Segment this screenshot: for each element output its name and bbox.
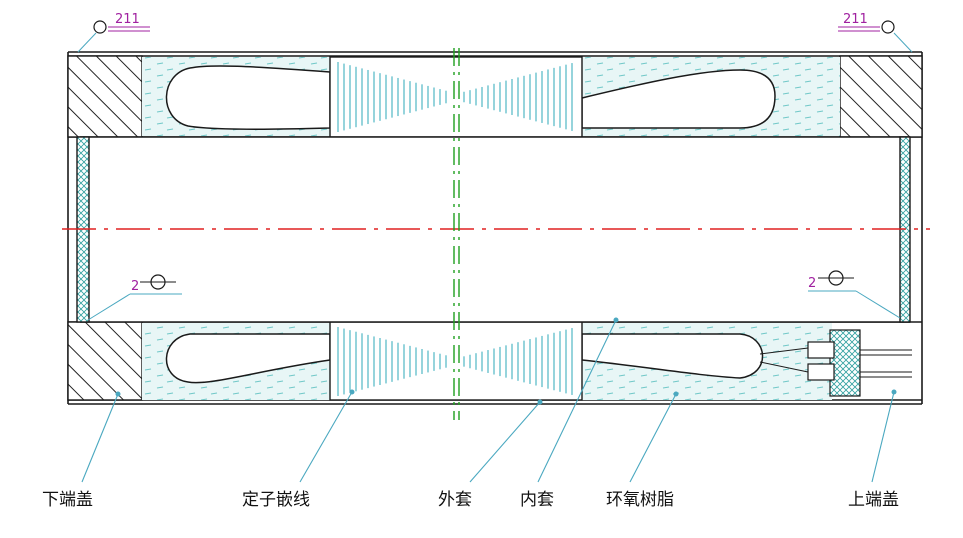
stator-winding-bottom [329,321,583,401]
leader-outer-sleeve [469,401,541,483]
coil-end-bottom-right [581,333,764,379]
leader-epoxy-resin [629,393,677,483]
stator-winding-lines [337,62,573,396]
leader-inner-sleeve [537,319,617,483]
lower-end-cap-top [67,55,143,138]
label-stator-winding: 定子嵌线 [242,490,310,510]
lower-end-cap-bottom [67,321,143,401]
coil-end-top-right [581,69,776,129]
label-epoxy-resin: 环氧树脂 [606,490,674,510]
leader-upper-end-cap [871,391,895,483]
weld-symbol-top-right: 211 [838,12,913,53]
label-outer-sleeve: 外套 [438,490,472,510]
coil-end-bottom-left [165,333,331,384]
weld-label-top-right: 211 [843,12,868,27]
upper-end-cap-top [839,55,923,138]
weld-label-mid-left: 2 [131,279,139,294]
weld-symbol-top-left: 211 [77,12,150,53]
terminal-connector [759,329,912,397]
label-inner-sleeve: 内套 [520,490,554,510]
stator-winding-top [329,56,583,138]
leader-stator-winding [299,391,353,483]
weld-label-mid-right: 2 [808,276,816,291]
weld-symbol-mid-right: 2 [808,270,901,319]
leader-lower-end-cap [81,393,119,483]
weld-symbol-mid-left: 2 [87,274,182,321]
label-upper-end-cap: 上端盖 [848,490,899,510]
leader-dots [115,317,897,405]
weld-label-top-left: 211 [115,12,140,27]
label-lower-end-cap: 下端盖 [42,490,93,510]
coil-end-top-left [165,65,331,131]
leader-lines [81,319,895,483]
